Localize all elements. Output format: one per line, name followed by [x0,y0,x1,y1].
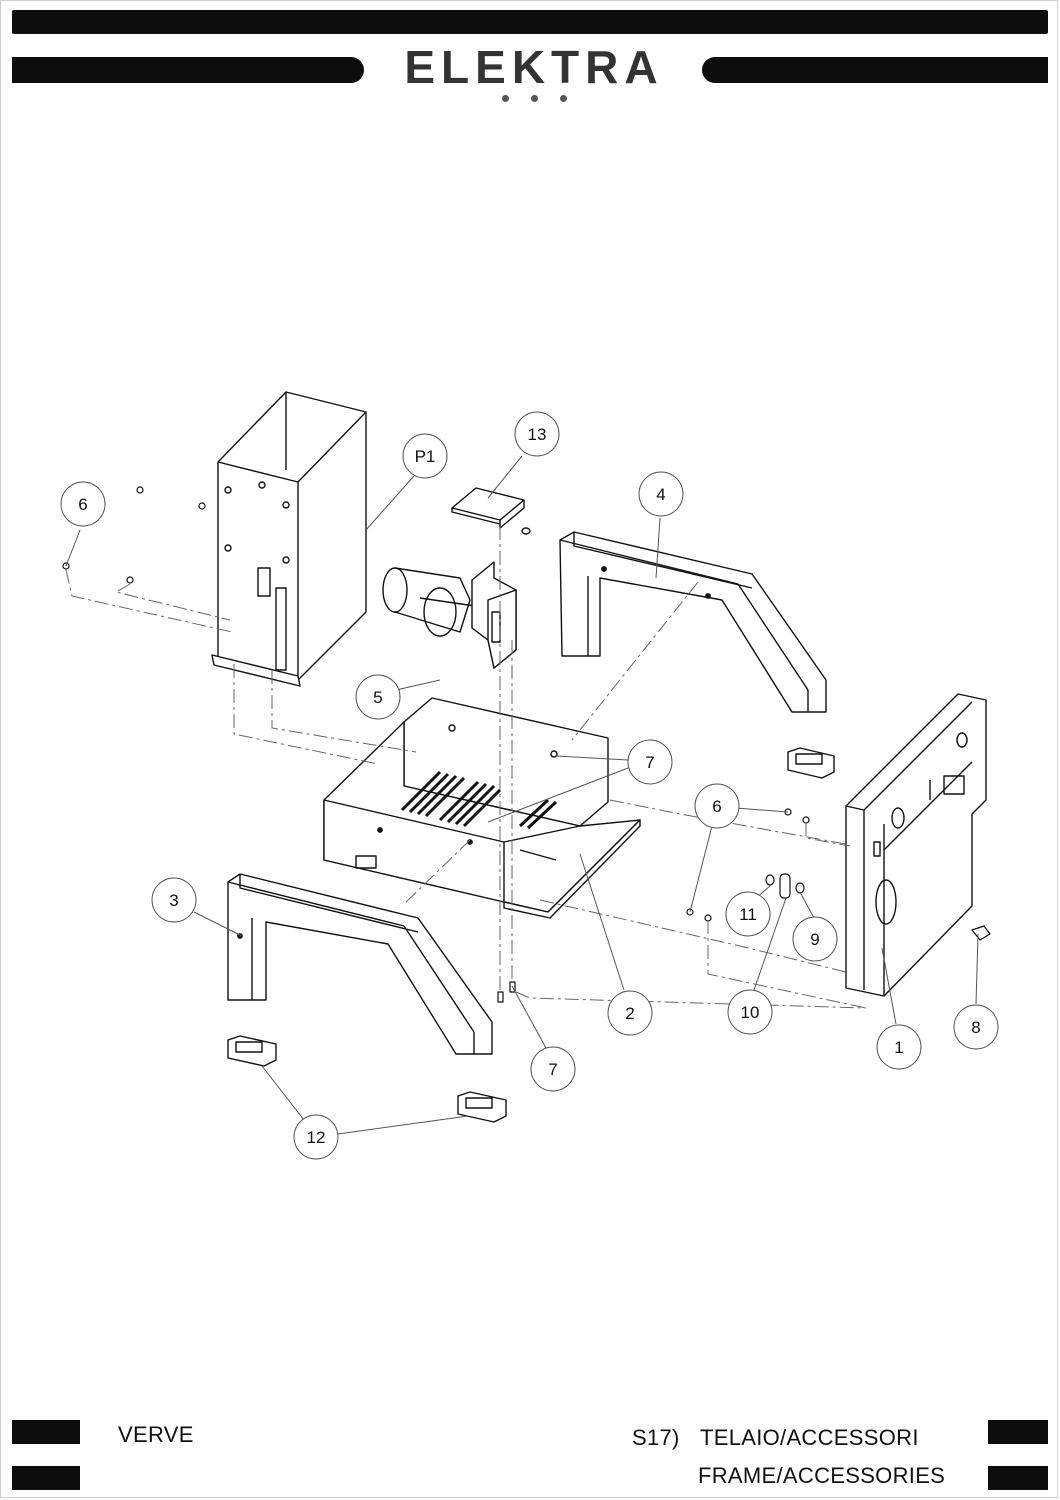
section-code: S17) [632,1425,680,1450]
assembly-lines [65,526,867,1009]
svg-text:11: 11 [739,905,757,924]
svg-text:5: 5 [373,688,382,707]
svg-text:8: 8 [971,1018,980,1037]
footer-right-block-bottom [988,1466,1048,1490]
svg-text:7: 7 [548,1060,557,1079]
footer-right-block-top [988,1420,1048,1444]
callout-8: 8 [953,1004,999,1050]
callout-12: 12 [293,1114,339,1160]
callout-6-right: 6 [694,783,740,829]
part-base-tray-2 [323,697,641,919]
part-rear-leg-4 [559,531,827,713]
svg-text:2: 2 [625,1004,634,1023]
footer-left-block-bottom [12,1466,80,1490]
part-fan-motor-5 [382,561,517,669]
svg-text:12: 12 [307,1128,326,1147]
callout-13: 13 [514,411,560,457]
svg-text:9: 9 [810,930,819,949]
callout-3: 3 [151,877,197,923]
callout-2: 2 [607,990,653,1036]
svg-text:6: 6 [712,797,721,816]
svg-text:7: 7 [645,753,654,772]
svg-text:1: 1 [894,1038,903,1057]
callout-p1: P1 [402,433,448,479]
callout-5: 5 [355,674,401,720]
header-left-pill [12,57,364,83]
part-front-leg-3 [227,873,493,1055]
model-name: VERVE [118,1422,194,1447]
brand-logo: ELEKTRA [404,41,664,93]
header-top-bar [12,10,1048,34]
svg-text:3: 3 [169,891,178,910]
brand-logo-dots [500,95,570,103]
part-bracket-13 [451,487,531,535]
callout-7-top: 7 [627,739,673,785]
part-feet-12 [227,747,835,1123]
callouts: P1 13 4 6 5 7 6 11 9 3 2 10 8 1 7 12 [60,411,999,1160]
callout-11: 11 [725,891,771,937]
callout-10: 10 [727,989,773,1035]
svg-text:13: 13 [528,425,547,444]
svg-text:6: 6 [78,495,87,514]
svg-text:4: 4 [656,485,665,504]
part-side-frame-1 [845,693,987,997]
svg-text:10: 10 [741,1003,760,1022]
callout-9: 9 [792,916,838,962]
callout-1: 1 [876,1024,922,1070]
callout-7-bottom: 7 [530,1046,576,1092]
part-hopper-box [211,391,367,687]
header-right-pill [702,57,1048,83]
callout-6-left: 6 [60,481,106,527]
footer-left-block-top [12,1420,80,1444]
svg-text:P1: P1 [415,447,436,466]
section-title-italian: TELAIO/ACCESSORI [700,1425,919,1450]
section-title-english: FRAME/ACCESSORIES [698,1463,946,1488]
callout-4: 4 [638,471,684,517]
